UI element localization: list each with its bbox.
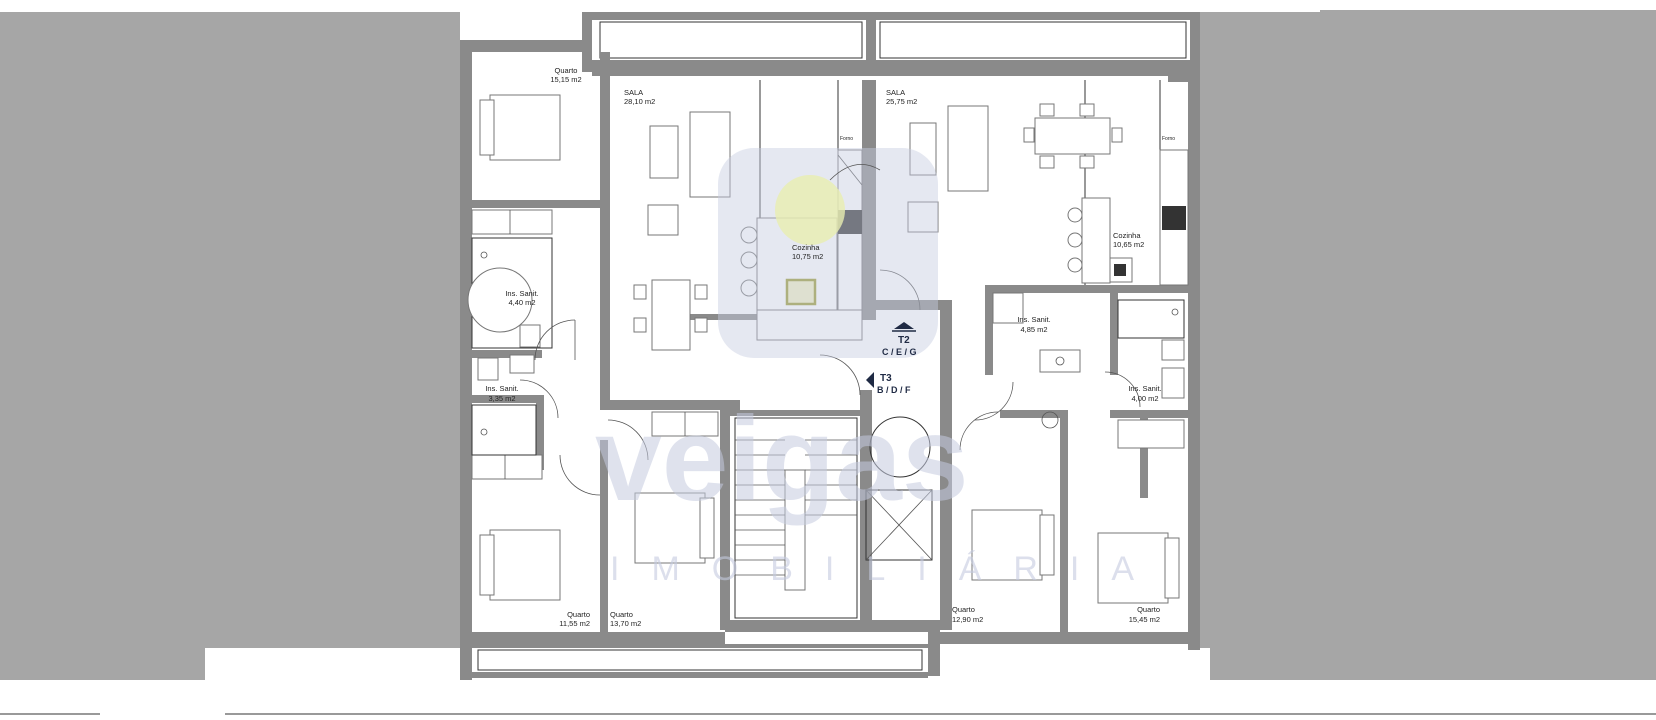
room-label-wc-3: Ins. Sanit. xyxy=(1017,315,1050,324)
room-area-quarto-4: 12,90 m2 xyxy=(952,615,983,624)
room-label-cozinha-2: Cozinha xyxy=(1113,231,1141,240)
neighbour-building-left xyxy=(0,12,460,680)
room-area-sala-1: 28,10 m2 xyxy=(624,97,655,106)
room-label-quarto-2: Quarto xyxy=(567,610,590,619)
unit-type-t2: T2 xyxy=(898,335,910,346)
room-label-quarto-4: Quarto xyxy=(952,605,975,614)
room-label-quarto-1: Quarto xyxy=(555,66,578,75)
room-area-wc-2: 3,35 m2 xyxy=(488,394,515,403)
unit-mark-t2: T2 C / E / G xyxy=(882,322,917,357)
room-area-quarto-1: 15,15 m2 xyxy=(550,75,581,84)
unit-type-t3: T3 xyxy=(880,373,892,384)
watermark-logo-fruit xyxy=(775,175,845,245)
room-label-sala-1: SALA xyxy=(624,88,643,97)
neighbour-building-right-top xyxy=(1320,10,1656,40)
room-label-wc-1: Ins. Sanit. xyxy=(505,289,538,298)
staircase xyxy=(734,417,858,619)
room-label-quarto-3: Quarto xyxy=(610,610,633,619)
room-labels: Quarto 15,15 m2 SALA 28,10 m2 SALA 25,75… xyxy=(485,66,1161,628)
room-label-sala-2: SALA xyxy=(886,88,905,97)
unit-letters-t2: C / E / G xyxy=(882,347,917,357)
fixture-label-oven-left: Forno xyxy=(840,136,853,142)
room-label-cozinha-1: Cozinha xyxy=(792,243,820,252)
room-area-sala-2: 25,75 m2 xyxy=(886,97,917,106)
room-label-wc-4: Ins. Sanit. xyxy=(1128,384,1161,393)
room-area-wc-4: 4,00 m2 xyxy=(1131,394,1158,403)
room-area-cozinha-2: 10,65 m2 xyxy=(1113,240,1144,249)
room-label-quarto-5: Quarto xyxy=(1137,605,1160,614)
neighbour-building-right xyxy=(1200,12,1656,680)
watermark-brand: veigas xyxy=(595,392,969,526)
watermark-logo-badge xyxy=(718,148,938,358)
watermark-sub: IMOBILIÁRIA xyxy=(610,550,1166,588)
unit-letters-t3: B / D / F xyxy=(877,385,911,395)
room-area-quarto-2: 11,55 m2 xyxy=(559,619,590,628)
room-label-wc-2: Ins. Sanit. xyxy=(485,384,518,393)
elevator-shaft xyxy=(865,416,933,561)
watermark: veigas IMOBILIÁRIA xyxy=(595,148,1166,588)
room-area-cozinha-1: 10,75 m2 xyxy=(792,252,823,261)
exterior-walls xyxy=(460,12,1200,680)
room-area-quarto-3: 13,70 m2 xyxy=(610,619,641,628)
arrow-left-icon xyxy=(866,372,874,388)
room-area-wc-1: 4,40 m2 xyxy=(508,298,535,307)
arrow-up-icon xyxy=(894,322,914,329)
room-area-quarto-5: 15,45 m2 xyxy=(1129,615,1160,624)
room-area-wc-3: 4,85 m2 xyxy=(1020,325,1047,334)
unit-mark-t3: T3 B / D / F xyxy=(866,372,911,395)
fixture-label-oven-right: Forno xyxy=(1162,136,1175,142)
